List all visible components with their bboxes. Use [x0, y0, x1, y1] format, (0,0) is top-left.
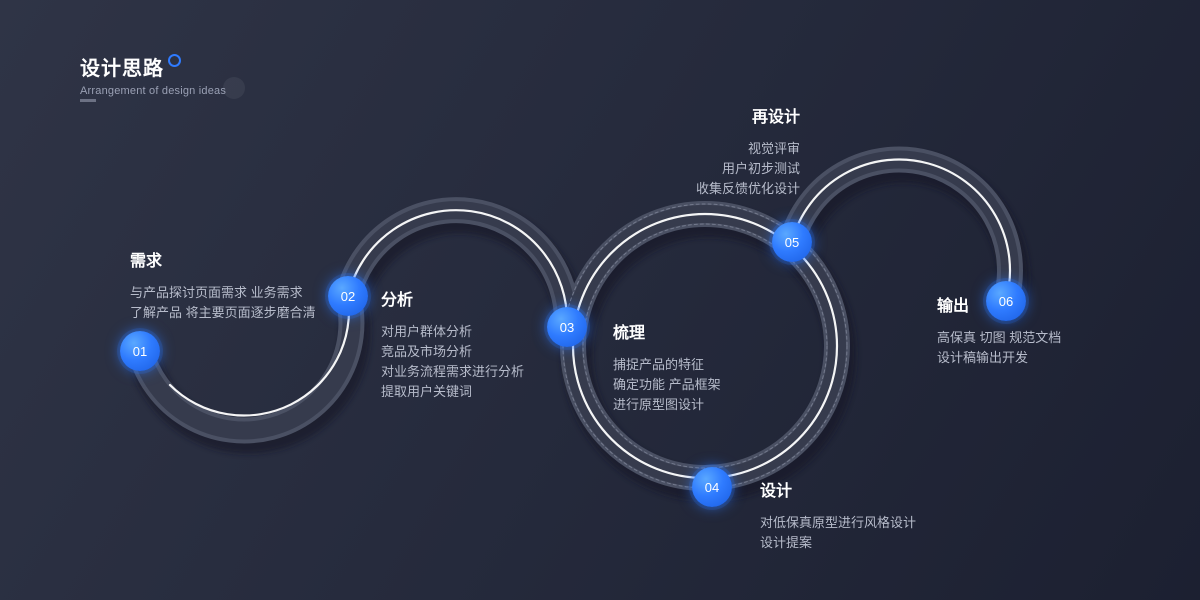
- step-line: 进行原型图设计: [613, 397, 705, 412]
- step-number: 03: [559, 319, 575, 335]
- step-node-06: 06: [986, 281, 1026, 321]
- step-node-05: 05: [772, 222, 812, 262]
- step-line: 用户初步测试: [721, 161, 800, 176]
- step-node-04: 04: [692, 467, 732, 507]
- step-line: 对用户群体分析: [381, 324, 473, 339]
- step-number: 04: [704, 479, 720, 495]
- step-block-02: 分析 对用户群体分析 竞品及市场分析 对业务流程需求进行分析 提取用户关键词: [381, 286, 524, 402]
- step-line: 与产品探讨页面需求 业务需求: [130, 285, 303, 300]
- step-node-03: 03: [547, 307, 587, 347]
- step-title: 梳理: [613, 325, 646, 342]
- step-block-01: 需求 与产品探讨页面需求 业务需求 了解产品 将主要页面逐步磨合清: [130, 247, 316, 323]
- step-line: 设计提案: [760, 535, 813, 550]
- header: 设计思路 Arrangement of design ideas: [80, 52, 245, 102]
- step-line: 竞品及市场分析: [381, 344, 473, 359]
- step-block-06: 输出 高保真 切图 规范文档 设计稿输出开发: [937, 292, 1061, 368]
- step-node-01: 01: [120, 331, 160, 371]
- step-line: 高保真 切图 规范文档: [937, 330, 1062, 345]
- step-number: 06: [998, 293, 1014, 309]
- step-line: 对业务流程需求进行分析: [381, 364, 525, 379]
- step-line: 确定功能 产品框架: [613, 377, 721, 392]
- decorative-circle: [223, 77, 245, 99]
- step-line: 提取用户关键词: [381, 384, 473, 399]
- step-title: 需求: [130, 253, 163, 270]
- step-number: 02: [340, 288, 356, 304]
- ring-icon: [168, 54, 181, 67]
- step-line: 视觉评审: [747, 141, 800, 156]
- step-title: 输出: [937, 298, 970, 315]
- step-line: 设计稿输出开发: [937, 350, 1029, 365]
- step-title: 分析: [381, 292, 414, 309]
- title-underline: [80, 99, 96, 102]
- page-subtitle: Arrangement of design ideas: [80, 85, 227, 97]
- step-line: 捕捉产品的特征: [613, 357, 705, 372]
- step-line: 对低保真原型进行风格设计: [760, 515, 917, 530]
- step-title: 再设计: [751, 109, 800, 126]
- step-block-03: 梳理 捕捉产品的特征 确定功能 产品框架 进行原型图设计: [613, 319, 721, 415]
- step-title: 设计: [760, 483, 793, 500]
- step-number: 05: [784, 234, 800, 250]
- step-line: 收集反馈优化设计: [695, 181, 800, 196]
- step-line: 了解产品 将主要页面逐步磨合清: [130, 305, 316, 320]
- step-block-04: 设计 对低保真原型进行风格设计 设计提案: [760, 477, 916, 553]
- page-title: 设计思路: [80, 58, 164, 80]
- step-node-02: 02: [328, 276, 368, 316]
- step-block-05: 再设计 视觉评审 用户初步测试 收集反馈优化设计: [696, 103, 800, 199]
- step-number: 01: [132, 343, 148, 359]
